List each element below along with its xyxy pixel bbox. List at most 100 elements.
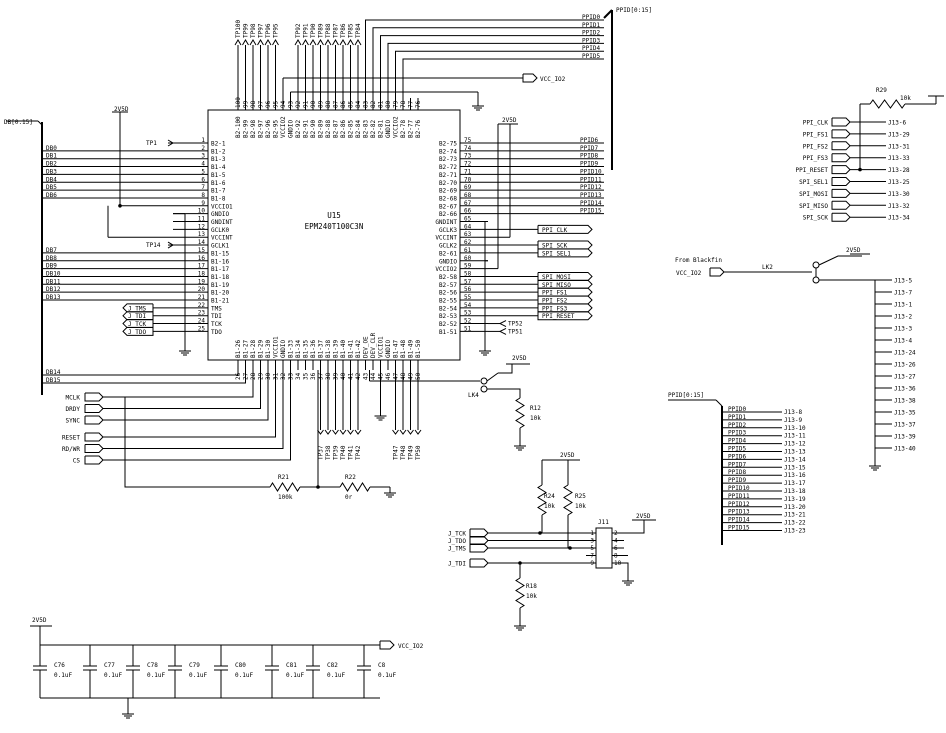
pin-name: B1-47 [393,340,400,358]
pin-name: B2-96 [265,120,272,138]
pin-name: B1-2 [211,148,226,155]
testpoint-label: TP95 [273,23,280,38]
pin-number: 54 [464,302,472,309]
ppid-line [365,19,604,98]
r22-ref: R22 [345,474,356,481]
pin-name: B1-29 [258,340,265,358]
input-flag [84,404,104,413]
pin-name: B1-27 [243,340,250,358]
pin-number: 13 [198,231,206,238]
j13-flag [831,177,851,186]
db-net [42,370,246,384]
vcc-io2-label: VCC_IO2 [676,270,702,277]
pin-name: B1-30 [265,340,272,358]
pin-name: B2-69 [439,188,457,195]
pin-name: B2-61 [439,250,457,257]
r12-val: 10k [530,415,541,422]
testpoint-label: TP100 [235,20,242,38]
pin-number: 3 [201,153,205,160]
db-label: DB11 [46,278,61,285]
pin-name: TDO [211,329,222,336]
r21-ref: R21 [278,474,289,481]
j13-flag [831,117,851,127]
testpoint-arrow [324,429,332,435]
j13-flag [831,165,851,175]
pin-number: 10 [198,208,206,215]
pin-number: 90 [310,100,317,108]
j13-gnd-pin: J13-24 [894,350,916,357]
j13-gnd-pin: J13-4 [894,338,912,345]
pin-name: B1-34 [295,340,302,358]
ppid2-pin-label: J13-22 [784,520,806,527]
input-label: MCLK [66,395,81,402]
lk4-label: LK4 [468,392,479,399]
pin-number: 91 [303,100,310,108]
signal-flag-label: SPI_MOSI [542,274,571,281]
j13-pin-label: J13-33 [888,155,910,162]
jtag-label: J_TCK [128,321,146,328]
cap-val: 0.1uF [378,672,396,679]
j11-body [595,527,613,569]
vcc-io2-flag [379,640,395,650]
pin-name: B1-20 [211,290,229,297]
pin-name: B2-81 [378,120,385,138]
pin-number: 76 [415,100,422,108]
testpoint-arrow [347,39,354,46]
pin-number: 66 [464,208,472,215]
pin-name: B1-5 [211,172,226,179]
j13-gnd-pin: J13-27 [894,374,916,381]
pin-number: 60 [464,255,472,262]
power-label: 2V5D [560,452,575,459]
db-label: DB9 [46,263,57,270]
pin-name: B1-15 [211,250,229,257]
power-label: 2V5D [114,106,129,113]
pin-number: 78 [400,100,407,108]
pin-number: 34 [295,372,302,380]
pin-name: B1-35 [303,340,310,358]
jtag-flag [469,558,489,568]
pin-name: VCCIO1 [273,336,280,358]
pin-name: B2-98 [250,120,257,138]
pin-number: 64 [464,223,472,230]
ppid2-pin-label: J13-14 [784,456,806,463]
pin-number: 56 [464,286,472,293]
pin-name: GNDIO [385,340,392,358]
pin-number: 71 [464,168,472,175]
r22-val: 0r [345,494,353,501]
j13-flag [831,200,851,210]
chip-part: EPM240T100C3N [305,222,364,231]
pin-number: 57 [464,278,472,285]
testpoint-label: TP84 [355,23,362,38]
r12-resistor [515,397,525,429]
ppid-label: PPID0 [582,14,600,21]
pin-number: 63 [464,231,472,238]
db-label: DB0 [46,145,57,152]
pin-number: 44 [370,372,377,380]
testpoint-label: TP87 [333,23,340,38]
pin-name: B2-78 [400,120,407,138]
pin-number: 80 [385,100,392,108]
r29-val: 10k [900,95,911,102]
pin-name: B1-49 [408,340,415,358]
ppid-bus-label: PPID[0:15] [616,7,652,14]
db-label: DB10 [46,270,61,277]
r18-resistor [515,577,525,609]
j13-gnd-pin: J13-35 [894,410,916,417]
ppid-label: PPID2 [582,30,600,37]
lk4-2v5 [498,364,513,374]
input-net [103,370,269,421]
pin-name: B2-56 [439,290,457,297]
chip-ref: U15 [327,211,341,220]
j13-gnd-pin: J13-37 [894,422,916,429]
jtag-label: J_TDO [448,538,466,545]
pin-number: 35 [303,372,310,380]
r25-val: 10k [575,503,586,510]
pin-number: 51 [464,325,472,332]
jtag-label: J_TDI [128,313,146,320]
pin-name: B1-21 [211,298,229,305]
lk2-pin [812,261,820,269]
r29-resistor [869,99,906,109]
cap-val: 0.1uF [286,672,304,679]
signal-flag-label: PPI_FS3 [542,305,568,312]
ppid-net-label: PPID6 [580,137,598,144]
